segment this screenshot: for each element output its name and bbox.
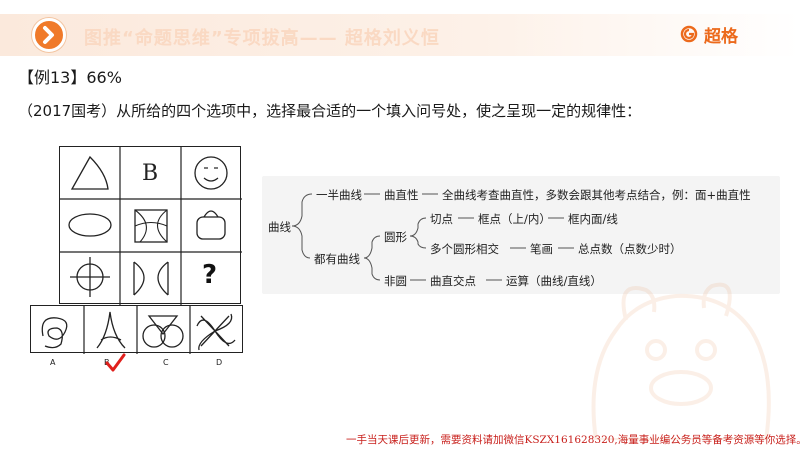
question-text: （2017国考）从所给的四个选项中，选择最合适的一个填入问号处，使之呈现一定的规… [18, 102, 642, 120]
mindmap-node-point-count: 总点数（点数少时） [578, 242, 682, 256]
header-band [0, 14, 800, 56]
brand-logo-icon [680, 25, 698, 43]
mindmap-node-frame-point: 框点（上/内） [478, 212, 551, 226]
header-title: 图推“命题思维”专项拔高—— 超格刘义恒 [84, 28, 440, 49]
mindmap-branch-half: 一半曲线 [316, 188, 362, 202]
mindmap-node-noncircle: 非圆 [384, 274, 407, 288]
mindmap-node-tangent: 切点 [430, 212, 453, 226]
ellipse-shape [68, 213, 112, 237]
puzzle-grid-cells [60, 147, 242, 305]
puzzle-figure: B ? A B C D [30, 143, 243, 372]
checkmark-icon [105, 353, 126, 372]
puzzle-grid: B ? [59, 146, 242, 305]
options-row [30, 305, 243, 354]
chevron-right-icon [43, 26, 54, 44]
mindmap-desc-curvature: 全曲线考查曲直性，多数会跟其他考点结合，例：面+曲直性 [442, 188, 751, 202]
smiley-icon [194, 156, 228, 190]
option-a-shape [41, 317, 68, 349]
mindmap-node-cross: 曲直交点 [430, 274, 476, 288]
option-label-c[interactable]: C [163, 358, 169, 367]
mindmap-node-intersect: 多个圆形相交 [430, 242, 499, 256]
sector-shape [70, 155, 109, 190]
question-mark: ? [202, 260, 218, 290]
mindmap-node-frame-inside: 框内面/线 [568, 212, 618, 226]
mindmap-node-circle: 圆形 [384, 230, 407, 244]
footer-note: 一手当天课后更新，需要资料请加微信KSZX161628320,海量事业编公务员等… [346, 434, 800, 446]
mind-map-connectors [291, 193, 574, 281]
option-label-d[interactable]: D [216, 358, 223, 367]
mind-map: 曲线 一半曲线 曲直性 全曲线考查曲直性，多数会跟其他考点结合，例：面+曲直性 … [262, 176, 780, 294]
brand-name: 超格 [704, 26, 738, 47]
bag-shape [196, 216, 226, 240]
play-button[interactable] [32, 18, 66, 52]
mascot-watermark-icon [591, 282, 771, 440]
option-c-shape [142, 324, 166, 348]
mindmap-node-curvature: 曲直性 [384, 188, 419, 202]
grid-letter: B [142, 161, 159, 186]
example-label: 【例13】66% [18, 68, 122, 87]
mindmap-root: 曲线 [268, 220, 291, 234]
mindmap-node-stroke: 笔画 [530, 242, 553, 256]
mindmap-node-calc: 运算（曲线/直线） [506, 274, 602, 288]
option-d-shape [196, 313, 236, 351]
brand-logo: 超格 [680, 22, 738, 47]
option-b-shape [96, 311, 126, 349]
options-row-cells [41, 306, 236, 354]
option-label-a[interactable]: A [50, 358, 56, 367]
double-arc-shape [133, 261, 169, 296]
mindmap-branch-all: 都有曲线 [314, 252, 360, 266]
